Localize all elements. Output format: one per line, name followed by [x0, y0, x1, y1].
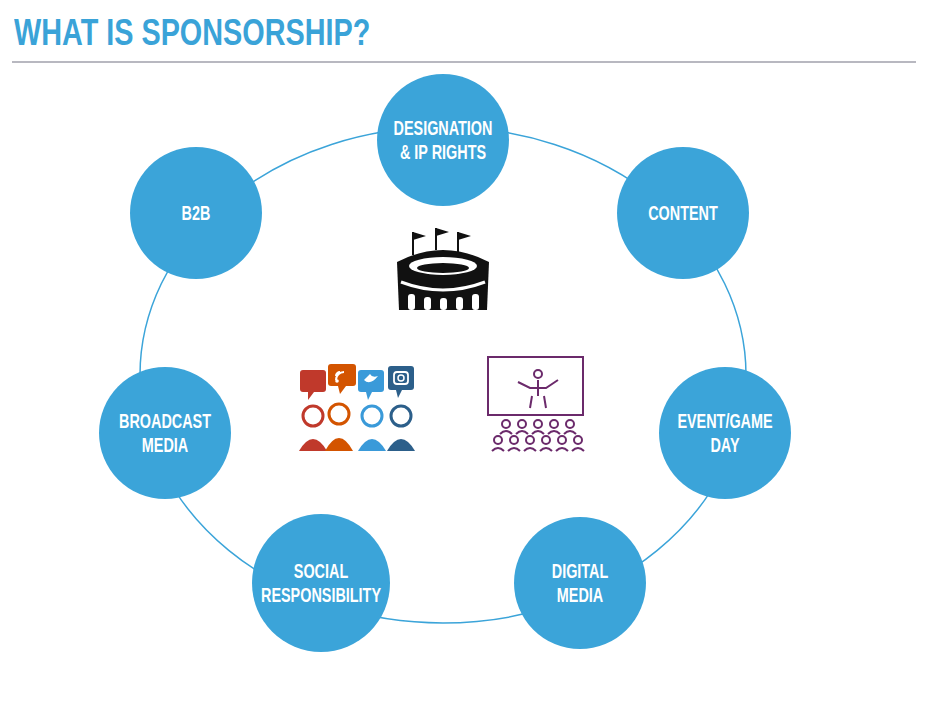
topic-label: EVENT/GAME DAY — [674, 409, 776, 457]
page-title: WHAT IS SPONSORSHIP? — [14, 12, 370, 54]
topic-label: BROADCAST MEDIA — [115, 409, 214, 457]
topic-label: DIGITAL MEDIA — [543, 559, 618, 607]
topic-circle: CONTENT — [617, 147, 749, 279]
topic-circle: SOCIAL RESPONSIBILITY — [252, 514, 390, 652]
stadium-icon — [397, 228, 489, 310]
presentation-icon — [488, 357, 584, 451]
topic-circle: DIGITAL MEDIA — [514, 517, 646, 649]
title-rule — [12, 61, 916, 63]
topic-circle: EVENT/GAME DAY — [659, 367, 791, 499]
topic-label: DESIGNATION & IP RIGHTS — [390, 116, 497, 164]
topic-circle: DESIGNATION & IP RIGHTS — [377, 74, 509, 206]
topic-label: CONTENT — [622, 201, 744, 225]
topic-circle: B2B — [130, 147, 262, 279]
topic-circle: BROADCAST MEDIA — [99, 367, 231, 499]
social-media-icon — [299, 364, 415, 451]
topic-label: SOCIAL RESPONSIBILITY — [260, 559, 382, 607]
topic-label: B2B — [135, 201, 257, 225]
